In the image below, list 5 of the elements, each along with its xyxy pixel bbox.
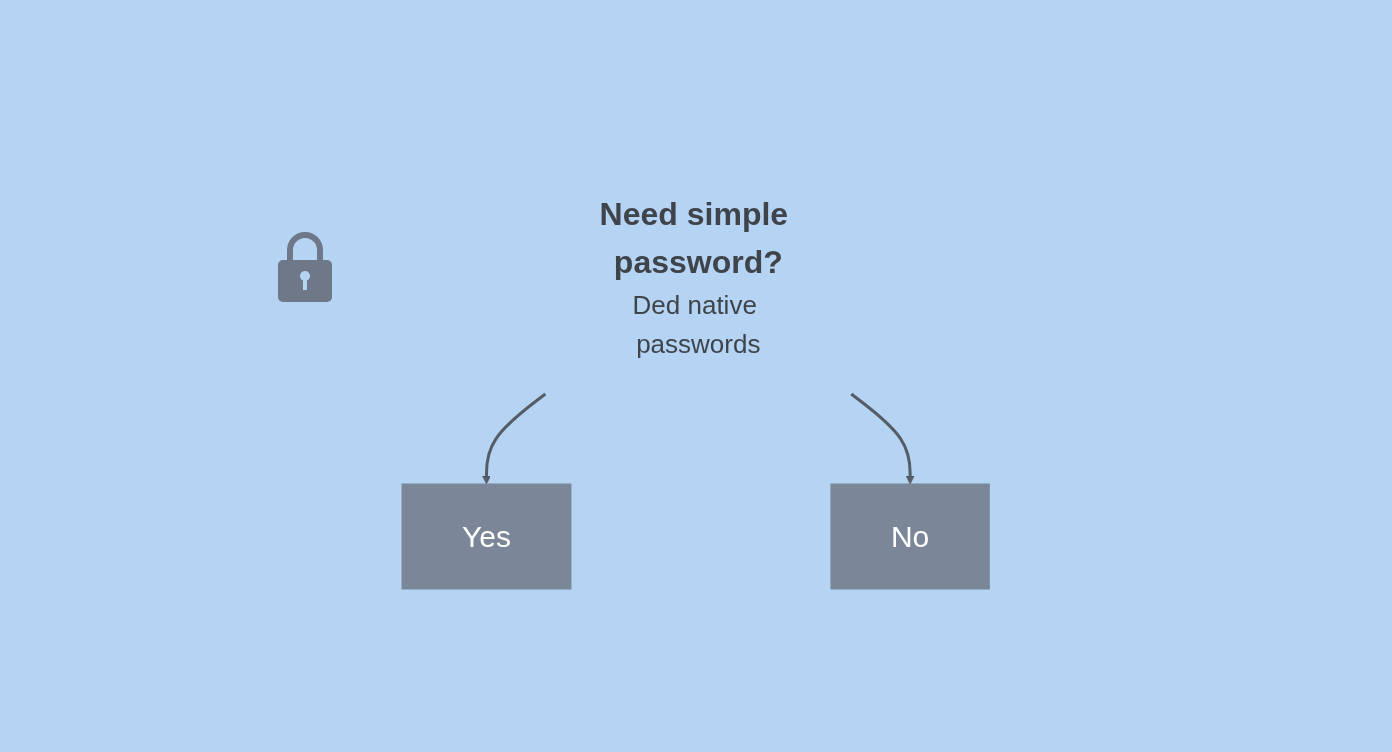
node-text: Need simple password? Ded native passwords bbox=[599, 195, 789, 359]
arrow bbox=[482, 392, 547, 484]
node-box: No bbox=[830, 483, 991, 589]
arrow bbox=[850, 392, 915, 484]
node-box: Yes bbox=[401, 483, 572, 589]
